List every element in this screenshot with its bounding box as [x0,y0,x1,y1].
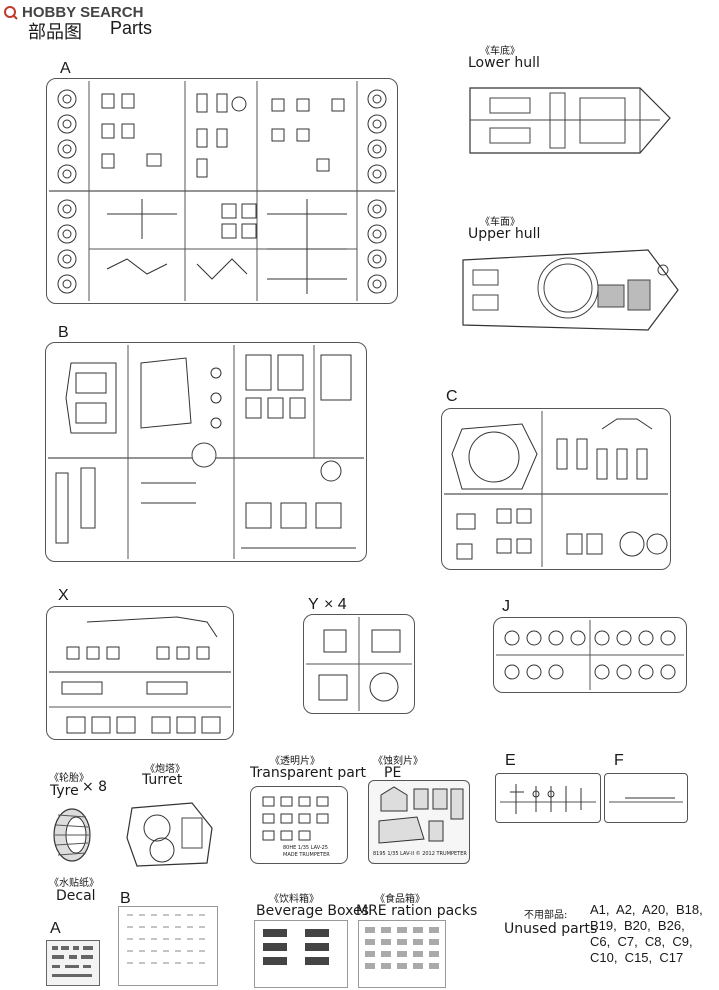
lower-hull-cn: 《车底》 [480,46,520,57]
watermark-logo: HOBBY SEARCH [4,4,143,21]
upper-hull-label: Upper hull [468,226,541,242]
mre-label: MRE ration packs [356,903,478,919]
transparent-frame: 80HE 1/35 LAV-25 MADE TRUMPETER [250,786,348,864]
decal-sheet-a-drawing [52,946,93,977]
pe-caption: 8195 1/35 LAV-II © 2012 TRUMPETER [373,851,467,857]
sprue-f-drawing [609,797,683,803]
sprue-j-frame [493,617,687,693]
transparent-label: Transparent part [250,765,367,781]
sprue-x-label: X [58,587,69,604]
mre-sheet-drawing [365,927,439,969]
decal-cn: 《水贴纸》 [49,878,99,889]
transparent-cn: 《透明片》 [270,756,320,767]
sprue-y-frame [303,614,415,714]
unused-list: A1, A2, A20, B18, B19, B20, B26, C6, C7,… [590,902,703,966]
decal-label: Decal [56,888,96,904]
upper-hull-drawing [462,249,679,331]
turret-drawing [126,802,213,867]
unused-cn: 不用部品: [524,910,568,921]
lower-hull-label: Lower hull [468,55,540,71]
decal-sheet-b-drawing [127,914,205,964]
page-title-en: Parts [110,18,153,38]
tyre-drawing [53,808,91,862]
sprue-b-frame [45,342,367,562]
pe-cn: 《蚀刻片》 [373,756,423,767]
pe-frame: 8195 1/35 LAV-II © 2012 TRUMPETER [368,780,470,864]
watermark-text: HOBBY SEARCH [22,4,144,21]
sprue-x-drawing [49,616,231,734]
beverage-sheet-drawing [263,929,329,965]
sprue-e-drawing [500,784,596,814]
page-title-cn: 部品图 [28,22,82,43]
unused-line-3: C6, C7, C8, C9, [590,934,693,949]
sprue-b-drawing [48,345,364,559]
sprue-a-frame [46,78,398,304]
sprue-f-frame [604,773,688,823]
sprue-j-drawing [496,620,684,690]
sprue-y-drawing [306,617,412,711]
lower-hull-drawing [469,87,671,154]
sprue-c-drawing [444,411,668,567]
upper-hull-cn: 《车面》 [480,217,520,228]
sprue-e-frame [495,773,601,823]
pe-drawing [378,786,464,844]
sprue-f-label: F [614,752,624,769]
decal-sheet-b [118,906,218,986]
turret-label: Turret [142,772,183,788]
transparent-drawing [262,796,329,841]
decal-sheet-a [46,940,100,986]
sprue-y-count: × 4 [324,596,347,613]
tyre-cn: 《轮胎》 [49,773,89,784]
sprue-a-label: A [60,60,71,77]
beverage-sheet [254,920,348,988]
sprue-y-label: Y [308,596,319,613]
tyre-label: Tyre [50,783,79,799]
sprue-x-frame [46,606,234,740]
sprue-b-label: B [58,324,69,341]
sprue-j-label: J [502,598,510,615]
sprue-c-frame [441,408,671,570]
turret-cn: 《炮塔》 [145,764,185,775]
unused-line-2: B19, B20, B26, [590,918,685,933]
transparent-text-2: MADE TRUMPETER [283,852,330,858]
sprue-a-drawing [49,81,395,301]
mre-sheet [358,920,446,988]
transparent-text-1: 80HE 1/35 LAV-25 [283,845,328,851]
tyre-count: × 8 [82,779,108,795]
sprue-c-label: C [446,388,458,405]
search-icon [4,5,18,20]
pe-label: PE [384,765,402,781]
decal-sheet-b-label: B [120,890,131,907]
sprue-e-label: E [505,752,516,769]
unused-label: Unused parts [504,921,598,937]
beverage-label: Beverage Boxes [256,903,369,919]
beverage-cn: 《饮料箱》 [269,894,319,905]
decal-sheet-a-label: A [50,920,61,937]
mre-cn: 《食品箱》 [375,894,425,905]
unused-line-1: A1, A2, A20, B18, [590,902,703,917]
unused-line-4: C10, C15, C17 [590,950,684,965]
